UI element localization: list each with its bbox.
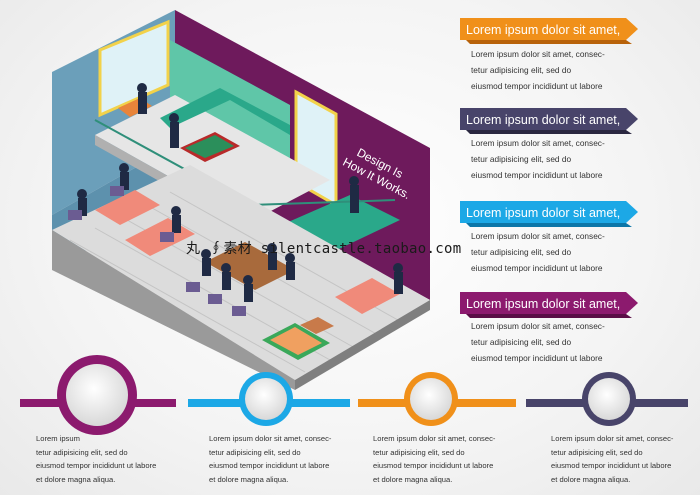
banner-text-line: Lorem ipsum dolor sit amet, consec- <box>471 321 605 331</box>
banner-shape-blue <box>460 201 638 227</box>
caption-line: tetur adipisicing elit, sed do <box>36 447 128 457</box>
banner-text-orange: Lorem ipsum dolor sit amet, consec- tetu… <box>471 46 641 94</box>
banner-shape-navy <box>460 108 638 134</box>
banner-text-navy: Lorem ipsum dolor sit amet, consec- tetu… <box>471 135 641 183</box>
caption-line: et dolore magna aliqua. <box>551 474 631 484</box>
meeting-table <box>205 242 295 290</box>
banner-title-purple: Lorem ipsum dolor sit amet, <box>466 297 621 311</box>
banner-text-line: tetur adipisicing elit, sed do <box>471 337 572 347</box>
caption-line: tetur adipisicing elit, sed do <box>373 447 465 457</box>
caption-line: Lorem ipsum <box>36 434 80 443</box>
banner-blue: Lorem ipsum dolor sit amet, <box>460 201 640 227</box>
banner-text-line: eiusmod tempor incididunt ut labore <box>471 263 603 273</box>
caption-line: Lorem ipsum dolor sit amet, consec- <box>373 434 496 443</box>
banner-text-line: tetur adipisicing elit, sed do <box>471 154 572 164</box>
lower-floor-edge-right <box>295 300 430 390</box>
window-left <box>98 19 170 118</box>
banner-text-line: tetur adipisicing elit, sed do <box>471 65 572 75</box>
banner-text-line: Lorem ipsum dolor sit amet, consec- <box>471 231 605 241</box>
timeline-caption-3: Lorem ipsum dolor sit amet, consec- tetu… <box>373 432 495 486</box>
timeline-caption-4: Lorem ipsum dolor sit amet, consec- tetu… <box>551 432 673 486</box>
banner-title-navy: Lorem ipsum dolor sit amet, <box>466 113 621 127</box>
staircase <box>160 88 290 135</box>
banner-shape-purple <box>460 292 638 318</box>
banner-title-orange: Lorem ipsum dolor sit amet, <box>466 23 621 37</box>
coffee-table <box>300 317 334 334</box>
caption-line: eiusmod tempor incididunt ut labore <box>36 461 157 471</box>
desk-3 <box>335 278 400 314</box>
banner-text-line: Lorem ipsum dolor sit amet, consec- <box>471 49 605 59</box>
pool-table-felt <box>185 135 234 158</box>
caption-line: et dolore magna aliqua. <box>209 474 289 484</box>
timeline-step-3 <box>358 372 516 426</box>
caption-line: Lorem ipsum dolor sit amet, consec- <box>209 434 332 443</box>
caption-line: eiusmod tempor incididunt ut labore <box>551 461 672 471</box>
caption-line: Lorem ipsum dolor sit amet, consec- <box>551 434 674 443</box>
caption-line: et dolore magna aliqua. <box>36 474 116 484</box>
caption-line: et dolore magna aliqua. <box>373 474 453 484</box>
banner-title-blue: Lorem ipsum dolor sit amet, <box>466 206 621 220</box>
banner-text-purple: Lorem ipsum dolor sit amet, consec- tetu… <box>471 318 641 366</box>
timeline-caption-2: Lorem ipsum dolor sit amet, consec- tetu… <box>209 432 331 486</box>
caption-line: eiusmod tempor incididunt ut labore <box>373 461 494 471</box>
office-people <box>77 83 403 302</box>
banner-text-blue: Lorem ipsum dolor sit amet, consec- tetu… <box>471 228 641 276</box>
timeline-caption-1: Lorem ipsum tetur adipisicing elit, sed … <box>36 432 156 486</box>
sofa-cushion <box>270 327 322 355</box>
watermark: 丸 ∮素材 silentcastle.taobao.com <box>186 241 462 257</box>
banner-shape-orange <box>460 18 638 44</box>
banner-text-line: eiusmod tempor incididunt ut labore <box>471 170 603 180</box>
banner-text-line: tetur adipisicing elit, sed do <box>471 247 572 257</box>
caption-line: eiusmod tempor incididunt ut labore <box>209 461 330 471</box>
banner-orange: Lorem ipsum dolor sit amet, <box>460 18 640 44</box>
banner-navy: Lorem ipsum dolor sit amet, <box>460 108 640 134</box>
caption-line: tetur adipisicing elit, sed do <box>551 447 643 457</box>
caption-line: tetur adipisicing elit, sed do <box>209 447 301 457</box>
desk-1 <box>95 190 160 225</box>
timeline-step-4 <box>526 372 688 426</box>
banner-text-line: eiusmod tempor incididunt ut labore <box>471 81 603 91</box>
banner-purple: Lorem ipsum dolor sit amet, <box>460 292 640 318</box>
timeline-step-2 <box>188 372 350 426</box>
timeline <box>20 355 688 435</box>
timeline-step-1 <box>20 355 176 435</box>
banner-text-line: Lorem ipsum dolor sit amet, consec- <box>471 138 605 148</box>
banner-text-line: eiusmod tempor incididunt ut labore <box>471 353 603 363</box>
lower-floor-edge-left <box>52 230 295 390</box>
office-chairs <box>68 186 246 316</box>
